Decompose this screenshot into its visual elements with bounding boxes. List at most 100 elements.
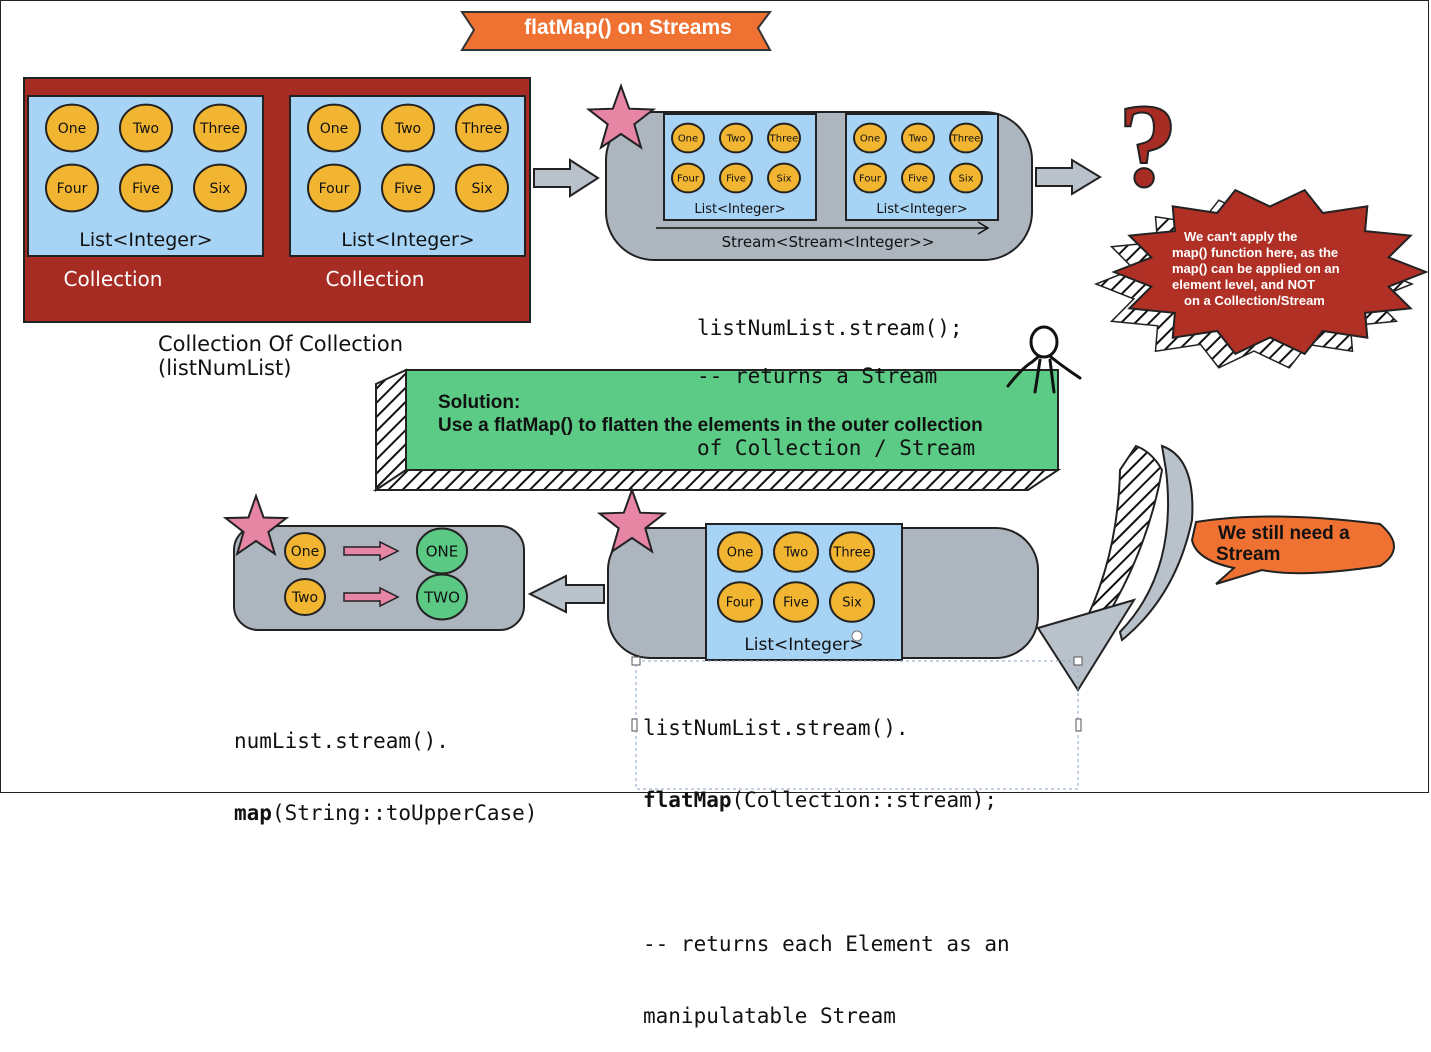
code-map-keyword: map [234, 801, 272, 825]
speech-bubble: We still need a Stream [1190, 515, 1395, 585]
number-ball: One [671, 122, 705, 154]
number-ball-label: Five [394, 181, 422, 197]
number-ball: Three [829, 531, 875, 573]
number-ball-label: Three [951, 134, 981, 145]
map-row: Two TWO [284, 573, 468, 621]
arrow-right-icon [533, 158, 600, 198]
selection-box [631, 656, 1083, 790]
number-ball-label: Two [132, 121, 159, 137]
number-ball-label: Six [776, 174, 791, 185]
map-arrow-icon [343, 586, 400, 608]
code-flatmap-line2: flatMap(Collection::stream); [643, 788, 1010, 812]
result-ball: TWO [416, 573, 468, 621]
code-flatmap: listNumList.stream(). flatMap(Collection… [643, 668, 1010, 1052]
collection-label: Collection [64, 267, 163, 291]
warning-line4: element level, and NOT [1172, 277, 1315, 292]
code-flatmap-comment2: manipulatable Stream [643, 1004, 896, 1028]
collection-caption-line2: (listNumList) [158, 356, 291, 380]
source-ball-label: Two [291, 590, 318, 606]
number-ball-label: Four [319, 181, 350, 197]
number-ball-label: Four [57, 181, 88, 197]
number-ball: Six [455, 163, 509, 213]
banner-title: flatMap() on Streams [524, 16, 732, 39]
number-ball-label: One [678, 134, 698, 145]
warning-line2: map() function here, as the [1172, 245, 1338, 260]
collection-caption-line1: Collection Of Collection [158, 332, 403, 356]
code-stream-comment: -- returns a Stream of Collection / Stre… [697, 316, 975, 484]
number-ball: Four [717, 581, 763, 623]
number-ball-label: One [320, 121, 349, 137]
code-map: numList.stream(). map(String::toUpperCas… [234, 681, 537, 849]
number-ball: Six [767, 162, 801, 194]
result-ball: ONE [416, 527, 468, 575]
code-comment-line1: -- returns a Stream [697, 364, 938, 388]
number-ball-label: Five [783, 596, 809, 611]
number-ball: Five [381, 163, 435, 213]
number-ball: Two [381, 103, 435, 153]
question-mark-icon: ? [1117, 78, 1179, 213]
number-ball-label: Three [832, 546, 870, 561]
number-ball-label: Six [958, 174, 973, 185]
warning-line1: We can't apply the [1184, 229, 1297, 244]
star-icon [222, 492, 290, 557]
number-ball: Five [773, 581, 819, 623]
number-ball: Three [193, 103, 247, 153]
code-map-line2: map(String::toUpperCase) [234, 801, 537, 825]
number-ball-label: One [860, 134, 880, 145]
number-ball: Six [829, 581, 875, 623]
curved-arrow-icon [1036, 444, 1194, 692]
number-ball-label: Four [726, 596, 755, 611]
number-ball-label: Three [199, 121, 240, 137]
code-stream-line: listNumList.stream(); [697, 316, 963, 340]
number-ball-label: Five [908, 174, 928, 185]
number-ball-label: Two [726, 134, 746, 145]
code-comment-line2: of Collection / Stream [697, 436, 976, 460]
number-ball: Four [671, 162, 705, 194]
list-integer-label: List<Integer> [744, 635, 863, 655]
number-ball: Three [767, 122, 801, 154]
code-map-line1: numList.stream(). [234, 729, 449, 753]
code-map-args: (String::toUpperCase) [271, 801, 538, 825]
number-ball-label: Three [461, 121, 502, 137]
code-flatmap-args: (Collection::stream); [731, 788, 998, 812]
number-ball-label: Three [769, 134, 799, 145]
number-ball: Two [719, 122, 753, 154]
list-integer-label: List<Integer> [341, 229, 474, 251]
number-ball: Three [949, 122, 983, 154]
number-ball-label: Five [132, 181, 160, 197]
number-ball-label: Six [842, 596, 862, 611]
source-ball: Two [284, 578, 326, 616]
warning-line5: on a Collection/Stream [1184, 293, 1325, 308]
person-icon [1006, 325, 1082, 394]
diagram-frame [0, 0, 1429, 793]
number-ball-label: Two [783, 546, 808, 561]
number-ball: Three [455, 103, 509, 153]
number-ball: Four [853, 162, 887, 194]
number-ball: Five [119, 163, 173, 213]
solution-box: Solution: Use a flatMap() to flatten the… [372, 368, 1062, 492]
number-ball: Four [307, 163, 361, 213]
number-ball-label: One [727, 546, 753, 561]
number-ball-label: Six [471, 181, 492, 197]
number-ball: One [307, 103, 361, 153]
code-stream-call: listNumList.stream(); [697, 268, 963, 364]
code-flatmap-comment1: -- returns each Element as an [643, 932, 1010, 956]
code-flatmap-line1: listNumList.stream(). [643, 716, 909, 740]
number-ball-label: Four [677, 174, 700, 185]
stream-of-stream-label: Stream<Stream<Integer>> [722, 233, 935, 251]
number-ball: Two [119, 103, 173, 153]
warning-burst: We can't apply the map() function here, … [1093, 188, 1429, 369]
collection-label: Collection [326, 267, 425, 291]
star-icon [596, 487, 668, 554]
number-ball: One [45, 103, 99, 153]
list-integer-label: List<Integer> [694, 202, 785, 217]
number-ball: Two [773, 531, 819, 573]
number-ball-label: Two [394, 121, 421, 137]
